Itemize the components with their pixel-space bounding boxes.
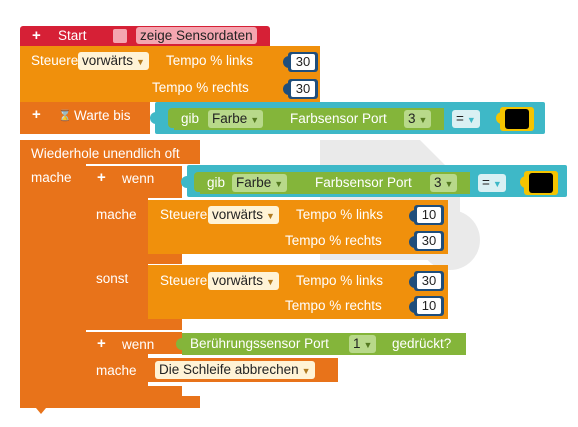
mode-dropdown[interactable]: Farbe▼ [208, 110, 264, 128]
if-do-label: mache [96, 207, 137, 222]
speed-right-label: Tempo % rechts [285, 298, 382, 313]
show-sensor-data-label[interactable]: zeige Sensordaten [136, 27, 257, 44]
speed-left-label: Tempo % links [296, 207, 384, 222]
color-swatch[interactable] [529, 173, 553, 193]
touch-sensor-block[interactable] [182, 333, 466, 355]
plus-icon[interactable]: + [32, 27, 41, 44]
plus-icon[interactable]: + [32, 106, 41, 123]
get-label: gib [207, 175, 226, 190]
motor-block[interactable] [20, 46, 320, 102]
loop-do-label: mache [31, 170, 72, 185]
pressed-label: gedrückt? [392, 336, 452, 351]
operator-dropdown[interactable]: =▼ [478, 174, 506, 192]
plus-icon[interactable]: + [97, 335, 106, 352]
show-sensor-data-checkbox[interactable] [113, 29, 127, 43]
if-block[interactable] [86, 332, 182, 354]
get-label: gib [181, 111, 200, 126]
else-label: sonst [96, 271, 129, 286]
if-label: wenn [122, 171, 155, 186]
wait-until-label: Warte bis [74, 108, 131, 123]
motor-block[interactable] [148, 200, 448, 254]
start-label: Start [58, 28, 87, 43]
color-sensor-label: Farbsensor Port [290, 111, 387, 126]
loop-label: Wiederhole unendlich oft [31, 146, 180, 161]
hourglass-icon: ⌛ [58, 110, 72, 122]
port-dropdown[interactable]: 3▼ [404, 110, 432, 128]
speed-left-input[interactable]: 30 [288, 52, 318, 72]
direction-dropdown[interactable]: vorwärts▼ [208, 206, 279, 224]
color-sensor-label: Farbsensor Port [315, 175, 412, 190]
if-block[interactable] [86, 166, 182, 198]
speed-left-input[interactable]: 10 [414, 205, 444, 225]
if-label: wenn [122, 337, 155, 352]
speed-right-label: Tempo % rechts [152, 80, 249, 95]
speed-left-input[interactable]: 30 [414, 271, 444, 291]
mode-dropdown[interactable]: Farbe▼ [232, 174, 288, 192]
if-do-label: mache [96, 363, 137, 378]
plus-icon[interactable]: + [97, 169, 106, 186]
direction-dropdown[interactable]: vorwärts▼ [78, 52, 149, 70]
motor-block[interactable] [148, 265, 448, 319]
operator-dropdown[interactable]: =▼ [452, 110, 480, 128]
speed-right-label: Tempo % rechts [285, 233, 382, 248]
motor-label: Steuere [160, 273, 208, 288]
direction-dropdown[interactable]: vorwärts▼ [208, 272, 279, 290]
port-dropdown[interactable]: 3▼ [430, 174, 458, 192]
port-dropdown[interactable]: 1▼ [349, 335, 377, 353]
speed-right-input[interactable]: 10 [414, 296, 444, 316]
wait-until-block[interactable] [20, 102, 150, 134]
break-loop-dropdown[interactable]: Die Schleife abbrechen▼ [155, 361, 315, 379]
speed-left-label: Tempo % links [166, 53, 254, 68]
speed-left-label: Tempo % links [296, 273, 384, 288]
motor-label: Steuere [160, 207, 208, 222]
forever-loop-block[interactable] [20, 140, 200, 164]
motor-label: Steuere [31, 53, 79, 68]
color-swatch[interactable] [505, 109, 529, 129]
touch-sensor-label: Berührungssensor Port [190, 336, 329, 351]
speed-right-input[interactable]: 30 [288, 79, 318, 99]
speed-right-input[interactable]: 30 [414, 231, 444, 251]
